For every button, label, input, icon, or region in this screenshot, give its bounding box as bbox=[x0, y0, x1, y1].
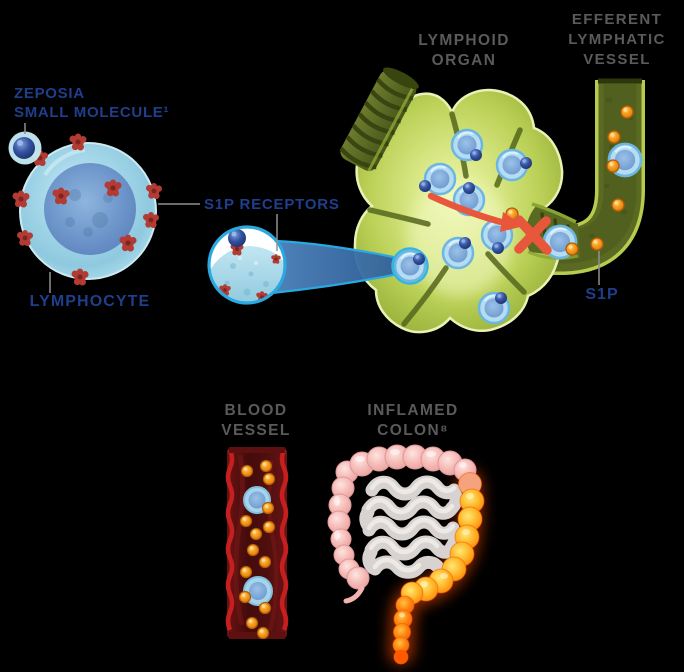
blood-vessel-label-line1: BLOOD bbox=[224, 402, 288, 419]
zeposia-small-molecule-label: ZEPOSIA SMALL MOLECULE¹ bbox=[14, 84, 234, 122]
organ-lymphocytes bbox=[391, 128, 579, 325]
lymphoid-organ-label: LYMPHOID ORGAN bbox=[396, 31, 532, 71]
appendix bbox=[343, 585, 365, 604]
nucleus-texture bbox=[65, 189, 113, 237]
colon-inflamed-segments bbox=[392, 472, 485, 665]
blood-vessel-label: BLOOD VESSEL bbox=[196, 401, 316, 441]
lymphoid-organ-label-line1: LYMPHOID bbox=[418, 32, 510, 49]
efferent-label-line1: EFFERENT bbox=[571, 11, 663, 28]
magnifier-lens bbox=[207, 225, 287, 305]
red-x-icon bbox=[514, 215, 552, 255]
zeposia-label-line2: SMALL MOLECULE¹ bbox=[14, 104, 170, 121]
s1p-label: S1P bbox=[585, 286, 619, 303]
inflamed-colon-graphic bbox=[327, 444, 485, 665]
inflamed-colon-label-line1: INFLAMED bbox=[367, 402, 459, 419]
blocked-egress-marker bbox=[427, 192, 552, 255]
efferent-label-line3: VESSEL bbox=[583, 51, 651, 68]
blood-vessel-contents bbox=[238, 459, 276, 640]
afferent-vessel-graphic bbox=[339, 67, 419, 172]
efferent-lymphatic-vessel-label: EFFERENT LYMPHATIC VESSEL bbox=[552, 10, 682, 70]
blood-vessel-graphic bbox=[225, 447, 289, 640]
lymphoid-organ-label-line2: ORGAN bbox=[431, 52, 497, 69]
zeposia-label-line1: ZEPOSIA bbox=[14, 85, 85, 102]
inflamed-colon-label-line2: COLON⁸ bbox=[377, 422, 449, 439]
leader-lines bbox=[24, 123, 600, 293]
inflamed-colon-label: INFLAMED COLON⁸ bbox=[352, 401, 474, 441]
zeposia-molecule-graphic bbox=[8, 131, 42, 165]
lymphocyte-label: LYMPHOCYTE bbox=[29, 293, 151, 310]
blood-vessel-label-line2: VESSEL bbox=[221, 422, 291, 439]
beam-target-cell bbox=[391, 247, 429, 285]
efferent-label-line2: LYMPHATIC bbox=[568, 31, 666, 48]
lymphocyte-graphic bbox=[12, 133, 162, 286]
small-intestine bbox=[359, 475, 463, 579]
s1p-receptors-label: S1P RECEPTORS bbox=[204, 196, 340, 213]
